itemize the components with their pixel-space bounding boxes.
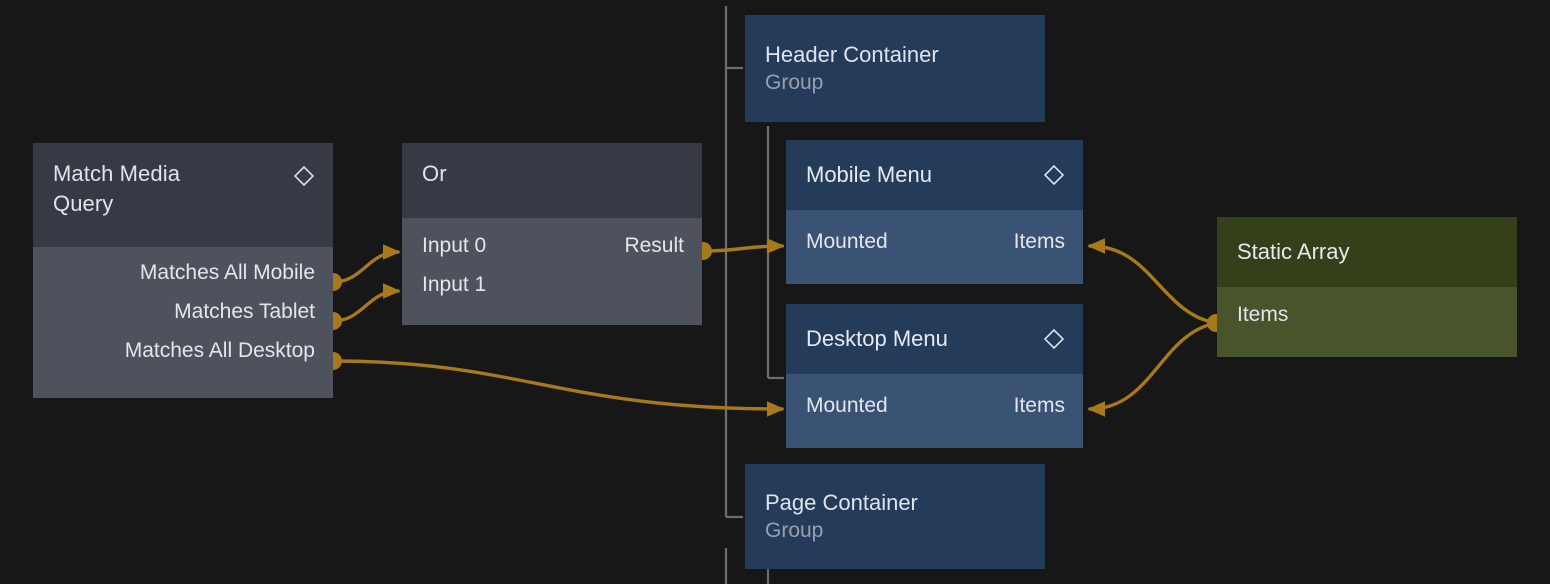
node-title-static-array: Static Array <box>1237 239 1350 264</box>
diamond-icon <box>1043 328 1065 350</box>
node-body-static-array: Items <box>1217 287 1517 357</box>
node-static-array[interactable]: Static Array Items <box>1217 217 1517 357</box>
port-label-static-array-items: Items <box>1237 303 1289 326</box>
port-label-matches-all-mobile: Matches All Mobile <box>139 260 315 284</box>
port-label-matches-all-desktop: Matches All Desktop <box>124 338 315 362</box>
node-header-match-media-query[interactable]: Match Media Query <box>33 143 333 247</box>
port-row-static-array-items[interactable]: Items <box>1217 297 1517 333</box>
port-label-result: Result <box>624 233 684 257</box>
diamond-icon <box>1043 164 1065 186</box>
node-body-or: Input 0 Result Input 1 <box>402 218 702 325</box>
port-label-mobile-menu-items: Items <box>1013 229 1065 253</box>
port-label-desktop-menu-items: Items <box>1013 393 1065 417</box>
node-body-desktop-menu: Mounted Items <box>786 374 1083 448</box>
node-or[interactable]: Or Input 0 Result Input 1 <box>402 143 702 325</box>
port-row-mobile-menu-mounted[interactable]: Mounted Items <box>786 222 1083 261</box>
port-row-matches-all-mobile[interactable]: Matches All Mobile <box>33 253 333 292</box>
node-title-or: Or <box>422 161 447 186</box>
port-label-mobile-menu-mounted: Mounted <box>806 229 888 253</box>
node-header-or[interactable]: Or <box>402 143 702 218</box>
node-title-page-container: Page Container <box>765 490 918 515</box>
node-title-mobile-menu: Mobile Menu <box>806 162 932 187</box>
wire-desktop-match-to-desktop-mounted <box>331 359 785 417</box>
node-header-static-array[interactable]: Static Array <box>1217 217 1517 287</box>
node-desktop-menu[interactable]: Desktop Menu Mounted Items <box>786 304 1083 448</box>
node-match-media-query[interactable]: Match Media Query Matches All Mobile Mat… <box>33 143 333 398</box>
wire-result-to-mobile-mounted <box>701 238 785 254</box>
node-page-container[interactable]: Page Container Group <box>745 464 1045 569</box>
port-row-input-1[interactable]: Input 1 <box>402 265 702 304</box>
port-row-matches-tablet[interactable]: Matches Tablet <box>33 292 333 331</box>
port-label-matches-tablet: Matches Tablet <box>174 299 315 323</box>
node-body-mobile-menu: Mounted Items <box>786 210 1083 284</box>
wire-array-to-desktop-items <box>1087 321 1218 417</box>
diamond-icon <box>293 165 315 187</box>
port-row-matches-all-desktop[interactable]: Matches All Desktop <box>33 331 333 370</box>
node-header-header-container[interactable]: Header Container Group <box>745 15 1045 122</box>
wire-mobile-to-input0 <box>331 244 401 284</box>
port-row-input-0[interactable]: Input 0 Result <box>402 226 702 265</box>
node-subtitle-page-container: Group <box>765 519 824 542</box>
node-header-desktop-menu[interactable]: Desktop Menu <box>786 304 1083 374</box>
port-label-desktop-menu-mounted: Mounted <box>806 393 888 417</box>
port-row-desktop-menu-mounted[interactable]: Mounted Items <box>786 386 1083 425</box>
node-body-match-media-query: Matches All Mobile Matches Tablet Matche… <box>33 247 333 398</box>
node-header-container[interactable]: Header Container Group <box>745 15 1045 122</box>
wire-array-to-mobile-items <box>1087 238 1218 325</box>
node-title-match-media-query: Match Media Query <box>53 161 181 216</box>
node-header-mobile-menu[interactable]: Mobile Menu <box>786 140 1083 210</box>
wire-tablet-to-input1 <box>331 283 401 323</box>
node-subtitle-header-container: Group <box>765 71 824 94</box>
node-title-desktop-menu: Desktop Menu <box>806 326 948 351</box>
port-label-input-0: Input 0 <box>422 233 487 257</box>
node-mobile-menu[interactable]: Mobile Menu Mounted Items <box>786 140 1083 284</box>
port-label-input-1: Input 1 <box>422 272 487 296</box>
node-title-header-container: Header Container <box>765 42 939 67</box>
node-header-page-container[interactable]: Page Container Group <box>745 464 1045 569</box>
